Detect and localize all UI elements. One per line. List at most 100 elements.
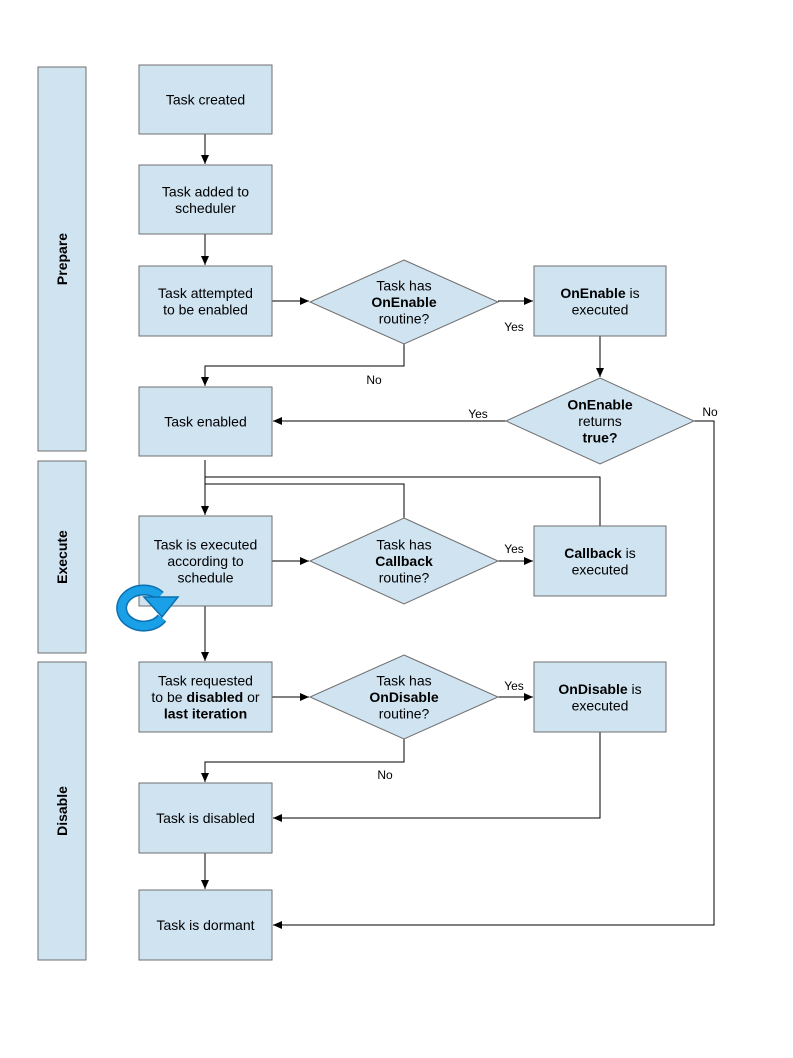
edge-label: Yes — [468, 407, 488, 421]
label-segment: Task created — [166, 92, 245, 108]
edge-has_onenable-enabled: No — [201, 344, 405, 387]
node-label-line: to be disabled or — [151, 689, 260, 705]
node-label-line: executed — [572, 561, 629, 577]
edge-label: No — [377, 768, 393, 782]
edge-has_onenable-onenable_exec: Yes — [498, 297, 533, 334]
label-segment: returns — [578, 413, 622, 429]
label-segment: Task enabled — [164, 414, 247, 430]
process-shape — [533, 265, 667, 337]
node-label-line: Callback — [375, 553, 433, 569]
label-segment: or — [243, 689, 260, 705]
label-segment: routine? — [379, 311, 430, 327]
label-bold-segment: OnDisable — [558, 681, 627, 697]
label-segment: Task is disabled — [156, 810, 255, 826]
node-label-line: to be enabled — [163, 301, 248, 317]
process-shape — [138, 782, 273, 854]
node-label-line: routine? — [379, 311, 430, 327]
node-label-line: executed — [572, 301, 629, 317]
node-dormant: Task is dormant — [138, 889, 273, 961]
label-segment: is — [628, 681, 642, 697]
edge-label: No — [702, 405, 718, 419]
node-label-line: Task requested — [158, 673, 253, 689]
node-label-line: Task enabled — [164, 414, 247, 430]
node-label-line: Task created — [166, 92, 245, 108]
process-shape — [138, 386, 273, 457]
label-segment: is — [626, 285, 640, 301]
label-segment: to be enabled — [163, 301, 248, 317]
edge-onenable_true-dormant: No — [273, 405, 718, 929]
loop-arrow-icon — [116, 584, 180, 632]
label-segment: Task has — [376, 278, 431, 294]
label-segment: Task added to — [162, 183, 249, 199]
edge-onenable_true-enabled: Yes — [273, 407, 506, 425]
label-segment: Task is dormant — [156, 917, 254, 933]
node-label-line: last iteration — [164, 706, 247, 722]
label-bold-segment: OnEnable — [567, 397, 633, 413]
decision-shape — [504, 377, 696, 465]
node-label-line: schedule — [177, 570, 233, 586]
label-bold-segment: Callback — [375, 553, 433, 569]
process-shape — [138, 265, 273, 337]
node-label-line: scheduler — [175, 200, 236, 216]
node-label-line: OnDisable is — [558, 681, 641, 697]
label-segment: executed — [572, 561, 629, 577]
lane-label-disable: Disable — [54, 786, 70, 836]
label-segment: Task has — [376, 537, 431, 553]
label-segment: scheduler — [175, 200, 236, 216]
edge-ondisable_exec-disabled — [273, 732, 601, 822]
lane-disable: Disable — [37, 661, 87, 961]
edge-label: Yes — [504, 542, 524, 556]
node-label-line: Task attempted — [158, 285, 253, 301]
label-segment: is — [622, 545, 636, 561]
edge-callback_exec-loop — [205, 476, 601, 526]
label-segment: according to — [167, 553, 243, 569]
label-segment: routine? — [379, 706, 430, 722]
process-shape — [533, 661, 667, 733]
decision-shape — [308, 517, 500, 605]
label-bold-segment: disabled — [186, 689, 243, 705]
node-label-line: OnEnable — [371, 294, 437, 310]
node-label-line: Task is executed — [154, 537, 258, 553]
label-bold-segment: true? — [583, 430, 618, 446]
node-disabled: Task is disabled — [138, 782, 273, 854]
label-segment: executed — [572, 301, 629, 317]
edge-has_ondisable-ondisable_exec: Yes — [498, 679, 533, 701]
node-label-line: Task is dormant — [156, 917, 254, 933]
label-bold-segment: last iteration — [164, 706, 247, 722]
node-label-line: Callback is — [564, 545, 636, 561]
node-label-line: Task has — [376, 537, 431, 553]
label-segment: to be — [151, 689, 186, 705]
edge-label: Yes — [504, 679, 524, 693]
node-label-line: routine? — [379, 706, 430, 722]
decision-shape — [308, 259, 500, 345]
label-segment: routine? — [379, 570, 430, 586]
edge-label: No — [366, 373, 382, 387]
node-created: Task created — [138, 64, 273, 135]
label-segment: schedule — [177, 570, 233, 586]
lane-label-prepare: Prepare — [54, 233, 70, 285]
node-label-line: Task added to — [162, 183, 249, 199]
process-shape — [138, 64, 273, 135]
node-label-line: Task has — [376, 673, 431, 689]
node-label-line: executed — [572, 697, 629, 713]
node-label-line: OnEnable — [567, 397, 633, 413]
node-label-line: OnDisable — [369, 689, 438, 705]
edge-has_ondisable-disabled: No — [201, 739, 405, 782]
label-segment: Task requested — [158, 673, 253, 689]
process-shape — [138, 889, 273, 961]
node-label-line: Task has — [376, 278, 431, 294]
node-enabled: Task enabled — [138, 386, 273, 457]
node-label-line: OnEnable is — [560, 285, 639, 301]
label-bold-segment: OnEnable — [371, 294, 437, 310]
edge-label: Yes — [504, 320, 524, 334]
